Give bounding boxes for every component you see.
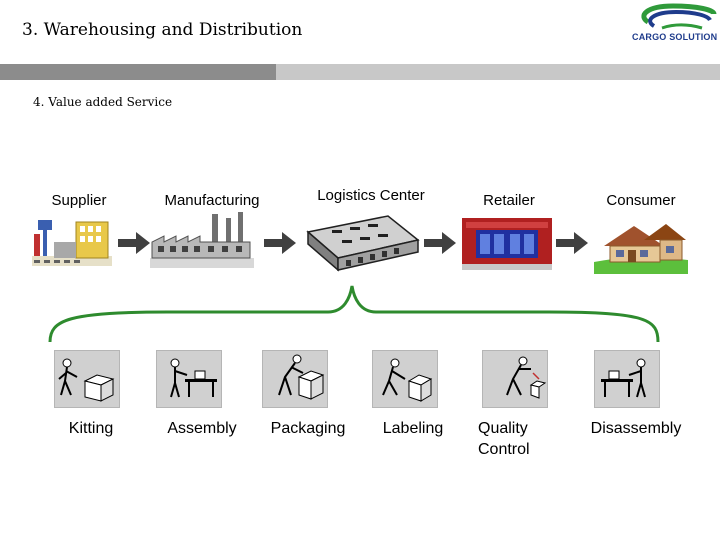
cargo-solution-logo-icon	[641, 3, 717, 30]
service-box-quality-control	[482, 350, 548, 408]
stage-label-consumer: Consumer	[606, 192, 676, 209]
right-arrow-icon	[424, 232, 456, 254]
worker-packaging-icon	[278, 354, 325, 400]
supplier-factory-icon	[32, 220, 112, 266]
service-label-disassembly: Disassembly	[590, 420, 682, 437]
service-label-quality-control: Quality Control	[478, 420, 530, 458]
service-label-assembly: Assembly	[167, 420, 237, 437]
worker-assembly-icon	[170, 358, 217, 398]
stage-label-manufacturing: Manufacturing	[164, 192, 260, 209]
worker-disassembly-icon	[601, 358, 646, 398]
right-arrow-icon	[556, 232, 588, 254]
page-title: 3. Warehousing and Distribution	[22, 20, 303, 40]
stage-label-logistics-center: Logistics Center	[317, 187, 425, 204]
manufacturing-plant-icon	[150, 212, 254, 268]
section-subtitle: 4. Value added Service	[33, 95, 173, 109]
house-icon	[594, 224, 688, 274]
service-label-kitting: Kitting	[68, 420, 114, 437]
worker-labeling-icon	[382, 358, 433, 402]
warehouse-icon	[306, 215, 420, 272]
service-box-kitting	[54, 350, 120, 408]
worker-quality-control-icon	[506, 356, 547, 399]
stage-label-retailer: Retailer	[483, 192, 535, 209]
service-box-disassembly	[594, 350, 660, 408]
service-box-assembly	[156, 350, 222, 408]
company-logo	[628, 2, 718, 46]
worker-kitting-icon	[58, 358, 115, 402]
right-arrow-icon	[264, 232, 296, 254]
logo-text: CARGO SOLUTION	[632, 32, 718, 42]
right-arrow-icon	[118, 232, 150, 254]
service-label-labeling: Labeling	[382, 420, 444, 437]
service-label-packaging: Packaging	[270, 420, 346, 437]
brace-connector	[48, 285, 660, 343]
service-box-labeling	[372, 350, 438, 408]
stage-label-supplier: Supplier	[51, 192, 107, 209]
retail-store-icon	[462, 218, 552, 270]
service-box-packaging	[262, 350, 328, 408]
header-band-accent	[0, 64, 276, 80]
